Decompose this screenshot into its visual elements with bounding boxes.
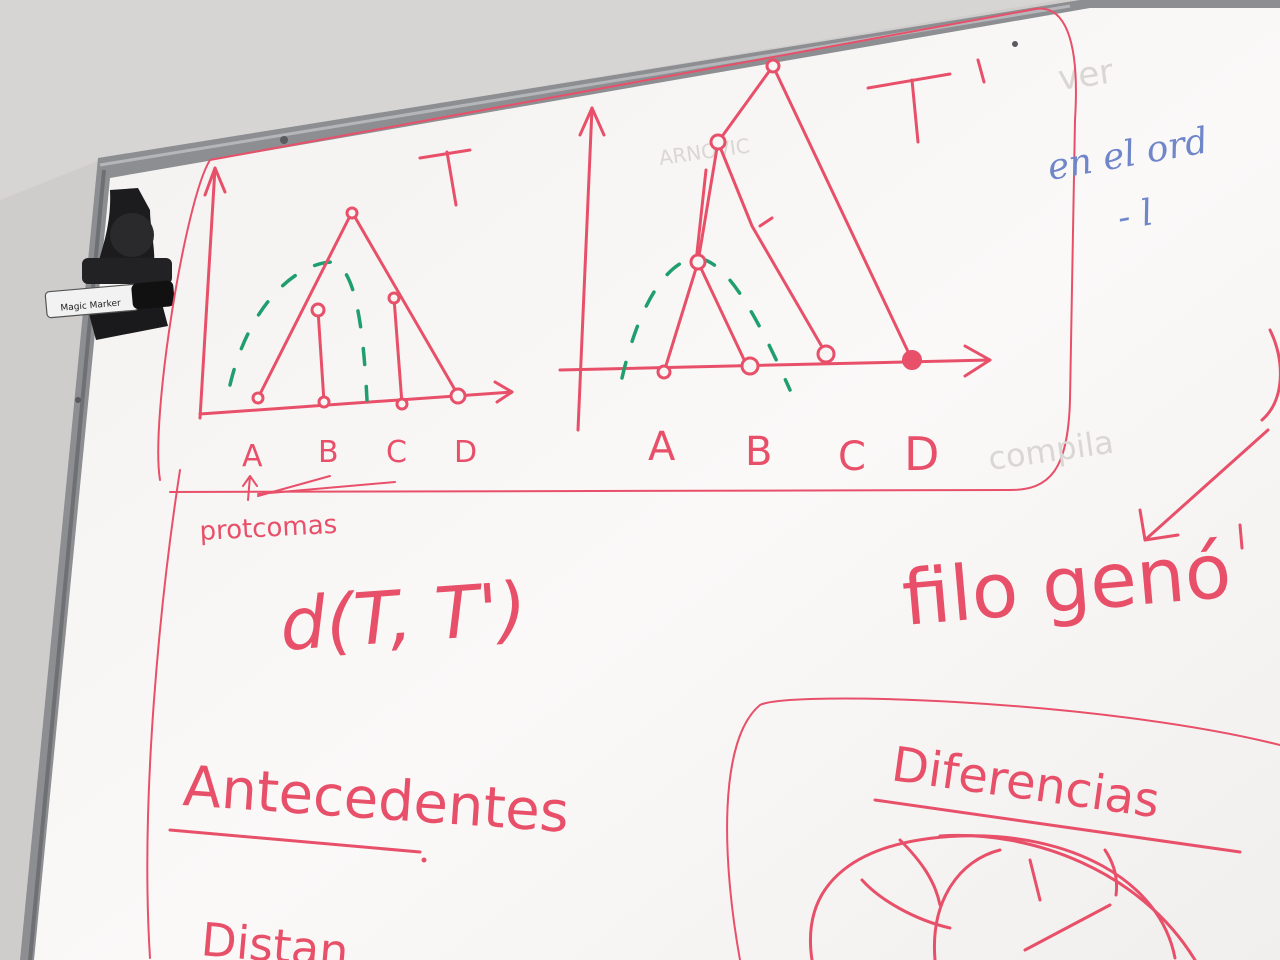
pie-sketch (809, 833, 1197, 960)
tree-T-leaf-D: D (454, 435, 477, 470)
whiteboard-marker[interactable]: Magic Marker (44, 280, 175, 319)
arrow-to-filogenomica (1138, 428, 1270, 542)
diferencias-box (726, 697, 1280, 960)
tree-T-diagram: A B C D (198, 148, 514, 501)
tree-T-prime-leaf-D: D (904, 427, 939, 481)
tree-T-prime-diagram: A B C D (558, 58, 992, 481)
protcomas-label: protcomas (199, 510, 338, 547)
tree-T-leaf-B: B (318, 435, 339, 470)
tree-T-leaf-A: A (242, 439, 263, 474)
tree-T-prime-leaf-B: B (745, 429, 772, 475)
blue-note-line-2: - l (1114, 192, 1156, 238)
svg-text:ver: ver (1056, 52, 1116, 99)
whiteboard-surface (34, 8, 1280, 960)
trees-frame (157, 7, 1077, 493)
distance-formula: d(T, T') (277, 566, 529, 667)
tree-T-leaf-C: C (386, 435, 407, 470)
tree-T-prime-leaf-C: C (838, 434, 866, 480)
marker-holder (82, 188, 172, 340)
tree-T-prime-leaf-A: A (648, 424, 676, 470)
